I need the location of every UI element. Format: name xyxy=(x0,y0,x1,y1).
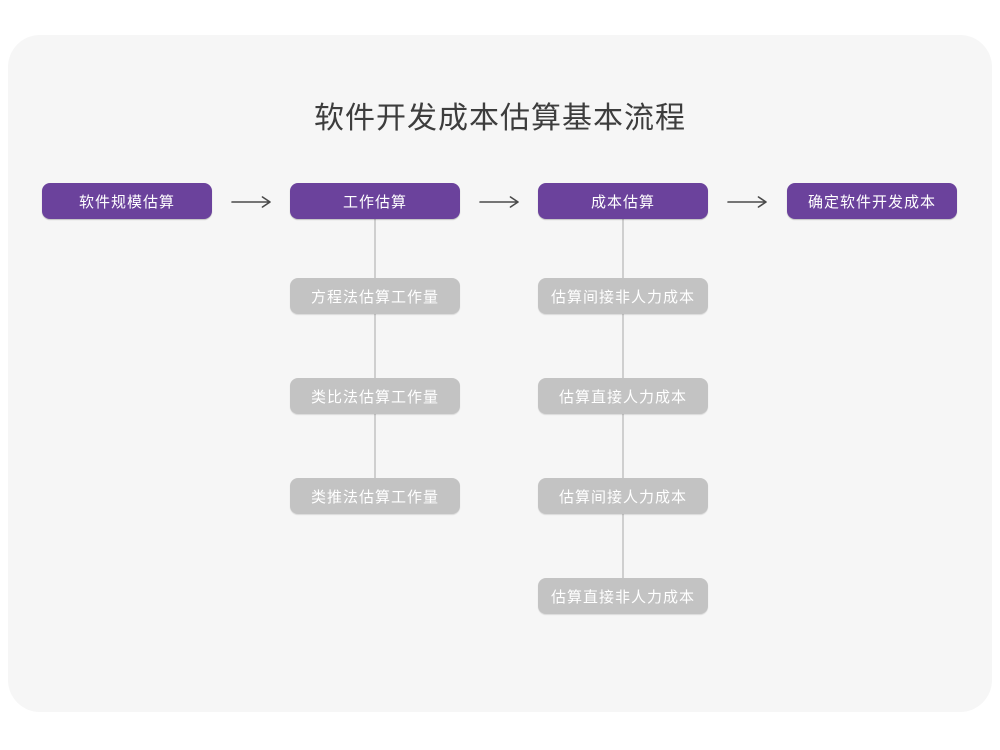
substep-box-indirect-labor-cost: 估算间接人力成本 xyxy=(538,478,708,514)
flow-arrow-icon xyxy=(231,196,271,208)
flow-arrow-icon xyxy=(479,196,519,208)
stage-box-work-estimation: 工作估算 xyxy=(290,183,460,219)
connector-line-work-estimation xyxy=(374,219,376,480)
substep-box-direct-nonlabor-cost: 估算直接非人力成本 xyxy=(538,578,708,614)
flow-arrow-icon xyxy=(727,196,767,208)
flowchart-card: 软件开发成本估算基本流程 软件规模估算 工作估算 成本估算 确定软件开发成本 方… xyxy=(8,35,992,712)
substep-box-analogy-method: 类比法估算工作量 xyxy=(290,378,460,414)
stage-box-cost-estimation: 成本估算 xyxy=(538,183,708,219)
stage-box-scale-estimation: 软件规模估算 xyxy=(42,183,212,219)
stage-box-final-development-cost: 确定软件开发成本 xyxy=(787,183,957,219)
substep-box-direct-labor-cost: 估算直接人力成本 xyxy=(538,378,708,414)
substep-box-indirect-nonlabor-cost: 估算间接非人力成本 xyxy=(538,278,708,314)
page-title: 软件开发成本估算基本流程 xyxy=(314,102,686,135)
substep-box-equation-method: 方程法估算工作量 xyxy=(290,278,460,314)
substep-box-extrapolation-method: 类推法估算工作量 xyxy=(290,478,460,514)
